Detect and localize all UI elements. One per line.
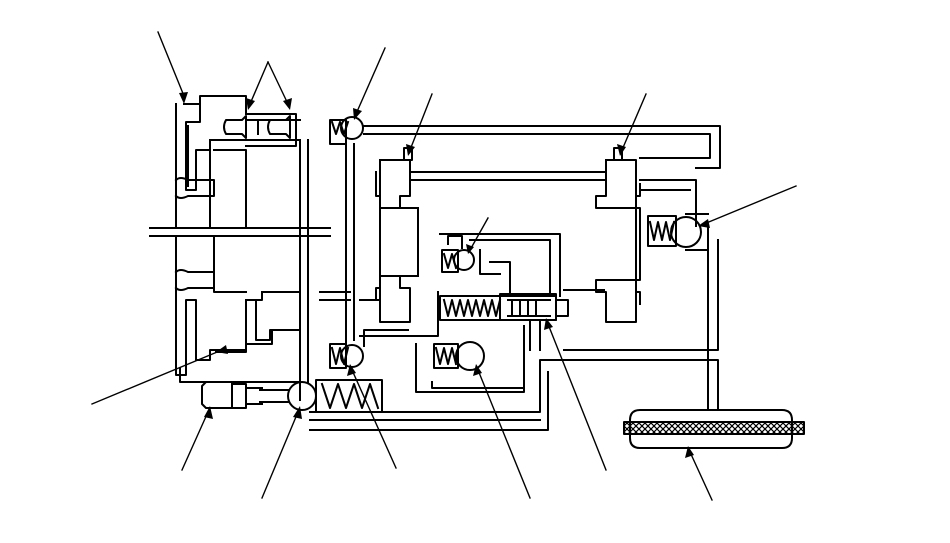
small-check-valve bbox=[442, 236, 474, 272]
relief-valve bbox=[648, 214, 708, 250]
filter bbox=[624, 360, 804, 448]
gear-pump-right bbox=[596, 148, 640, 322]
plug bbox=[202, 382, 262, 408]
arrowheads bbox=[179, 92, 710, 458]
pressure-regulator-valve bbox=[440, 294, 568, 350]
seal-rings bbox=[224, 116, 290, 138]
gear-pump-left bbox=[376, 148, 418, 322]
bypass-valve bbox=[330, 344, 363, 368]
inlet-check-valve bbox=[332, 117, 363, 139]
passages bbox=[310, 120, 720, 430]
spring-valve bbox=[260, 380, 382, 412]
lower-check-valve bbox=[434, 342, 484, 370]
leader-lines bbox=[92, 32, 796, 500]
cover-assembly bbox=[150, 96, 350, 400]
